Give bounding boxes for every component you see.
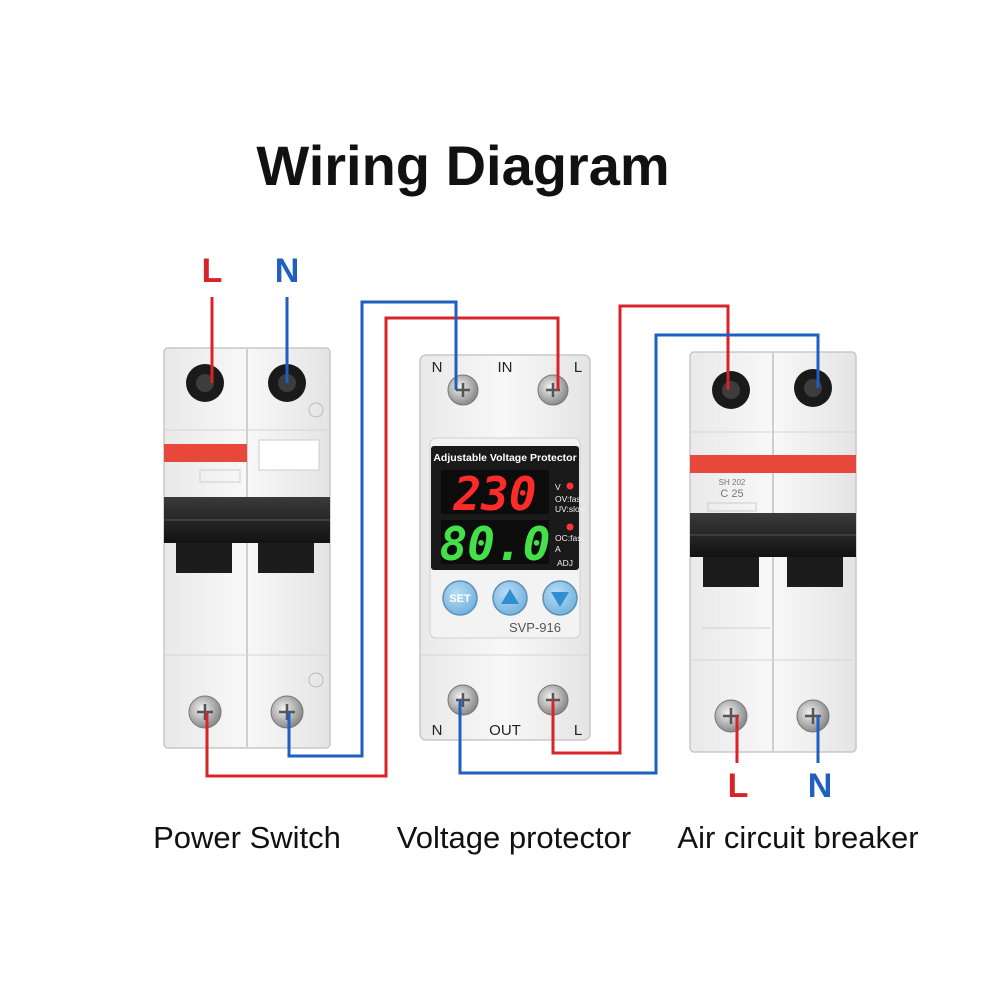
diagram-title: Wiring Diagram — [256, 134, 669, 197]
caption-air-circuit-breaker: Air circuit breaker — [677, 820, 918, 855]
air-circuit-breaker: SH 202 C 25 — [689, 351, 857, 753]
caption-power-switch: Power Switch — [153, 820, 341, 855]
protector-terminal-l-top: L — [574, 359, 582, 376]
input-live-label: L — [202, 252, 223, 290]
protector-model: SVP-916 — [509, 620, 561, 635]
wires — [205, 297, 820, 778]
uv-label: UV:slow — [555, 504, 587, 514]
up-arrow-icon — [501, 589, 519, 604]
protector-terminal-l-bottom: L — [574, 722, 582, 739]
set-button[interactable]: SET — [442, 580, 478, 616]
ov-indicator-led — [566, 482, 574, 490]
protector-to-breaker-live-wire — [551, 304, 730, 755]
voltage-readout: 230 — [452, 467, 536, 521]
adj-label: ADJ — [557, 558, 573, 568]
current-readout: 80.0 — [440, 517, 551, 571]
unit-v-label: V — [555, 482, 561, 492]
protector-terminal-n-top: N — [432, 359, 443, 376]
set-button-label: SET — [449, 593, 471, 605]
protector-terminal-in: IN — [498, 359, 513, 376]
breaker-model: SH 202 — [719, 478, 746, 487]
oc-label: OC:fast — [555, 533, 584, 543]
protector-terminal-n-bottom: N — [432, 722, 443, 739]
voltage-protector: N IN L Adjustable Voltage Protector 230 … — [419, 354, 591, 741]
input-neutral-label: N — [275, 252, 300, 290]
down-arrow-icon — [551, 592, 569, 607]
power-switch-stripe — [164, 444, 247, 462]
breaker-stripe — [690, 455, 856, 473]
unit-a-label: A — [555, 544, 561, 554]
up-button[interactable] — [492, 580, 528, 616]
switch-to-protector-live-wire — [205, 316, 560, 778]
protector-terminal-out: OUT — [489, 722, 521, 739]
protector-header: Adjustable Voltage Protector — [433, 452, 576, 464]
protector-to-breaker-neutral-wire — [458, 333, 820, 775]
power-switch — [163, 347, 331, 749]
output-neutral-label: N — [808, 767, 833, 805]
caption-voltage-protector: Voltage protector — [397, 820, 631, 855]
output-live-label: L — [728, 767, 749, 805]
down-button[interactable] — [542, 580, 578, 616]
oc-indicator-led — [566, 523, 574, 531]
breaker-rating: C 25 — [720, 488, 743, 500]
switch-to-protector-neutral-wire — [287, 300, 458, 758]
ov-label: OV:fast — [555, 494, 584, 504]
